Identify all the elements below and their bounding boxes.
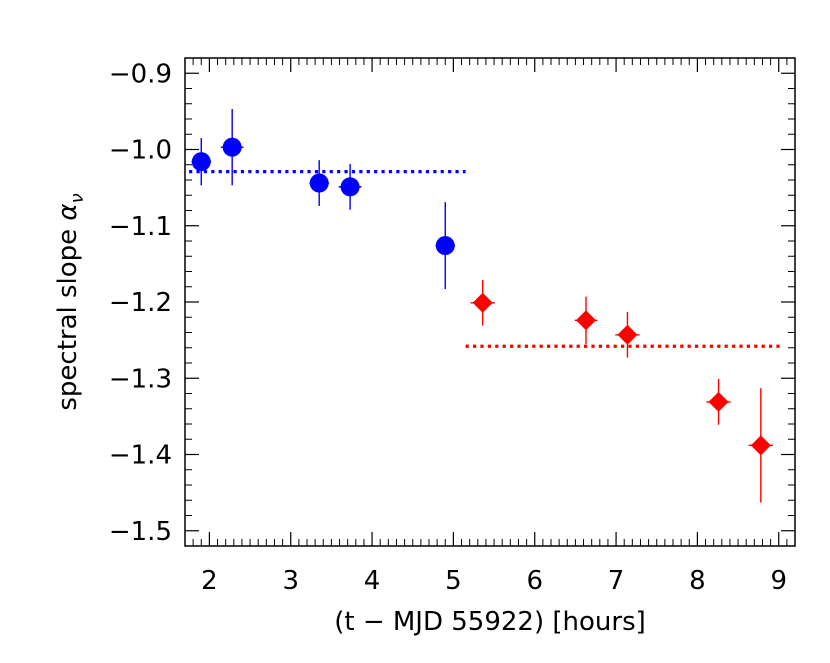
y-tick-label: −1.5 (109, 517, 172, 547)
y-tick-label: −1.0 (109, 136, 172, 166)
x-tick-label: 3 (282, 566, 299, 596)
x-tick-label: 6 (526, 566, 543, 596)
blue-circle-point (222, 137, 242, 157)
red-diamond-point (708, 391, 729, 412)
y-tick-label: −1.2 (109, 288, 172, 318)
y-axis-label-text: spectral slope (53, 221, 83, 411)
red-diamond-point (472, 292, 493, 313)
red-diamond-point (575, 310, 596, 331)
x-tick-label: 2 (201, 566, 218, 596)
y-axis-label-subscript: ν (67, 193, 88, 203)
y-tick-labels: −1.5 −1.4 −1.3 −1.2 −1.1 −1.0 −0.9 (109, 59, 172, 547)
blue-circle-point (191, 152, 211, 172)
x-tick-labels: 2 3 4 5 6 7 8 9 (201, 566, 787, 596)
x-axis-label: (t − MJD 55922) [hours] (334, 607, 646, 637)
red-diamond-point (617, 324, 638, 345)
x-tick-label: 8 (689, 566, 706, 596)
axis-ticks (185, 58, 795, 546)
y-tick-label: −1.4 (109, 441, 172, 471)
y-axis-label: spectral slope αν (53, 193, 88, 410)
y-tick-label: −1.3 (109, 364, 172, 394)
fit-lines (189, 170, 783, 348)
blue-circle-point (435, 236, 455, 256)
x-tick-label: 5 (445, 566, 462, 596)
x-tick-label: 7 (608, 566, 625, 596)
red-diamond-point (750, 435, 771, 456)
blue-circle-point (340, 177, 360, 197)
data-markers (191, 137, 771, 456)
y-axis-label-symbol: α (53, 203, 83, 220)
x-tick-label: 4 (364, 566, 381, 596)
y-tick-label: −0.9 (109, 59, 172, 89)
blue-circle-point (309, 173, 329, 193)
y-tick-label: −1.1 (109, 212, 172, 242)
x-tick-label: 9 (770, 566, 787, 596)
